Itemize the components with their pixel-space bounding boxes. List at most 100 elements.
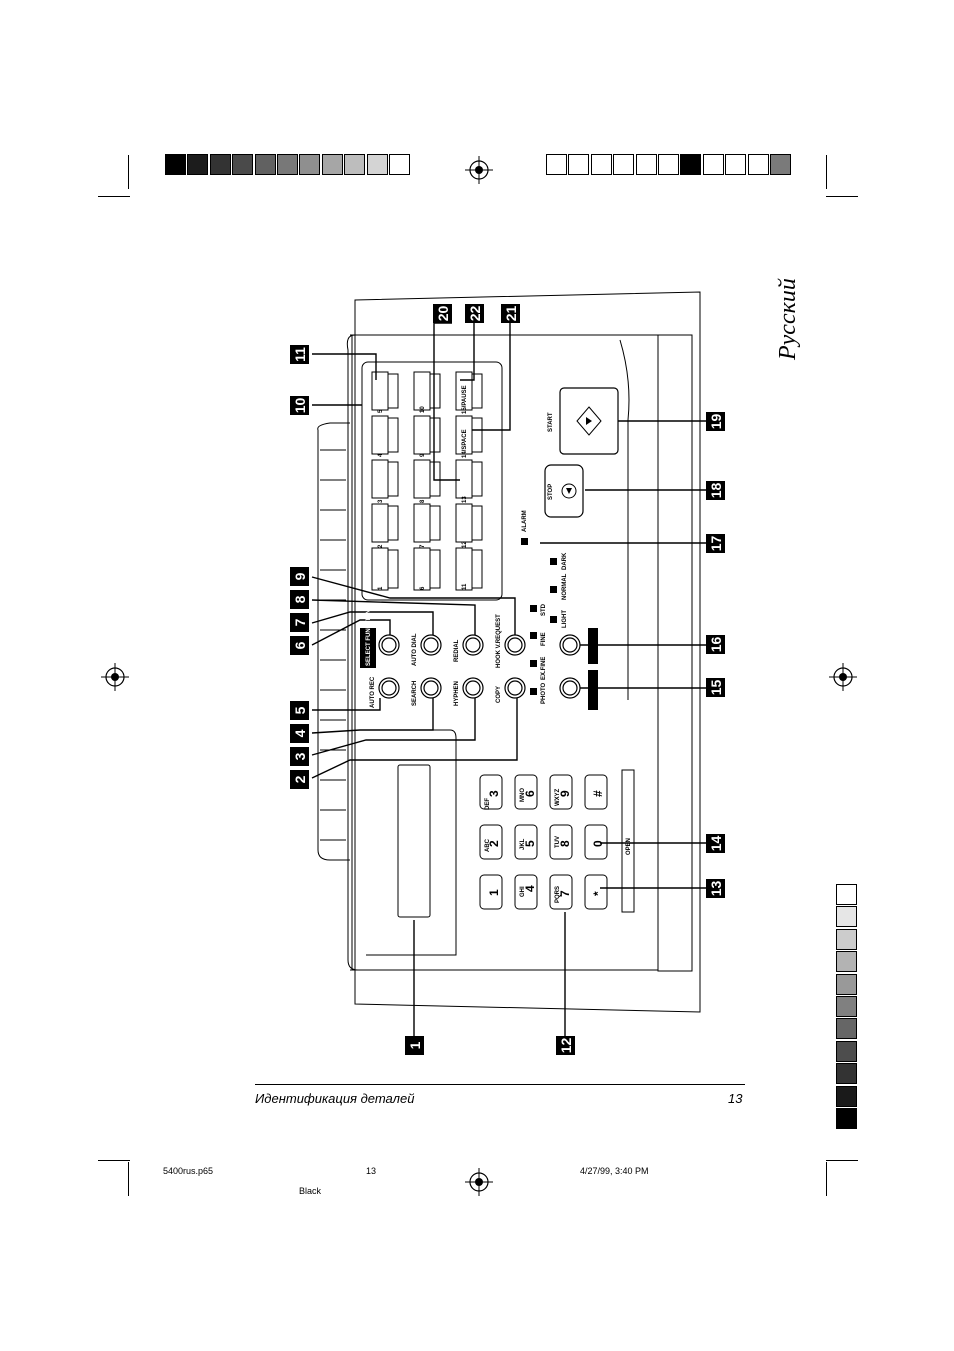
registration-mark-icon	[465, 1168, 493, 1196]
std-label: STD	[541, 603, 547, 616]
color-swatch	[658, 154, 679, 175]
callout-19: 19	[706, 412, 725, 431]
keypad-digit: 0	[591, 840, 605, 847]
callout-22: 22	[465, 304, 484, 323]
color-swatch	[836, 1063, 857, 1085]
registration-mark-icon	[829, 663, 857, 691]
keypad-letters: ABC	[485, 838, 491, 852]
open-label: OPEN	[626, 838, 632, 855]
callout-5: 5	[290, 701, 309, 720]
color-swatch	[836, 951, 857, 973]
callout-2: 2	[290, 770, 309, 789]
color-swatch	[389, 154, 410, 175]
color-swatch	[321, 154, 343, 175]
callout-7: 7	[290, 613, 309, 632]
key-label: 4	[378, 453, 384, 457]
color-swatch	[568, 154, 590, 175]
keypad-digit: 7	[558, 890, 572, 897]
color-swatch	[254, 154, 276, 175]
slug-datetime: 4/27/99, 3:40 PM	[580, 1166, 649, 1176]
color-swatch	[232, 154, 254, 175]
auto-dial-label: AUTO DIAL	[412, 633, 418, 666]
slug-plate: Black	[299, 1186, 322, 1196]
callout-21: 21	[501, 304, 520, 323]
key-label: 8	[420, 499, 426, 503]
color-swatch	[836, 906, 857, 928]
keypad-letters: DEF	[485, 798, 491, 810]
keypad-letters: WXYZ	[555, 788, 561, 806]
callout-6: 6	[290, 636, 309, 655]
color-swatch	[299, 154, 321, 175]
color-swatch	[209, 154, 231, 175]
color-swatch	[613, 154, 635, 175]
keypad-digit: #	[591, 790, 605, 797]
callout-11: 11	[290, 345, 309, 364]
key-label: 14/SPACE	[462, 429, 468, 458]
keypad-letters: PQRS	[555, 886, 561, 903]
key-label: 9	[420, 453, 426, 457]
page-number: 13	[728, 1091, 743, 1106]
callout-20: 20	[433, 304, 452, 323]
crop-mark	[826, 1162, 827, 1196]
redial-label: REDIAL	[454, 639, 460, 662]
callout-9: 9	[290, 567, 309, 586]
key-label: 11	[462, 583, 468, 590]
auto-rec-label: AUTO REC	[370, 676, 376, 708]
hook-label: HOOK V.REQUEST	[496, 614, 502, 668]
callout-16: 16	[706, 635, 725, 654]
callout-18: 18	[706, 481, 725, 500]
color-swatch	[836, 996, 857, 1017]
color-swatch	[836, 928, 857, 950]
callout-14: 14	[706, 834, 725, 853]
key-label: 13	[462, 496, 468, 503]
keypad-letters: JKL	[520, 838, 526, 850]
page-section-title: Идентификация деталей	[255, 1091, 415, 1106]
key-label: 7	[420, 544, 426, 548]
registration-mark-icon	[465, 156, 493, 184]
keypad-digit: 2	[487, 840, 501, 847]
color-swatch	[590, 154, 612, 175]
color-swatch	[836, 1040, 857, 1062]
color-swatch	[836, 884, 857, 905]
keypad-digit: 3	[487, 790, 501, 797]
key-label: 2	[378, 544, 384, 548]
key-label: 6	[420, 586, 426, 590]
key-label: 15/PAUSE	[462, 385, 468, 414]
callout-3: 3	[290, 747, 309, 766]
color-swatch	[836, 973, 857, 995]
alarm-label: ALARM	[522, 510, 528, 532]
hyphen-label: HYPHEN	[454, 681, 460, 706]
key-label: 10	[420, 406, 426, 413]
color-swatch	[836, 1108, 857, 1129]
callout-12: 12	[556, 1036, 575, 1055]
keypad-letters: GHI	[520, 886, 526, 897]
stop-label: STOP	[548, 484, 554, 500]
fine-label: FINE	[541, 632, 547, 646]
color-swatch	[187, 154, 209, 175]
callout-10: 10	[290, 396, 309, 415]
key-label: 12	[462, 541, 468, 548]
crop-mark	[98, 196, 130, 197]
footer-rule	[255, 1084, 745, 1085]
color-swatch	[725, 154, 747, 175]
color-swatch	[680, 154, 702, 175]
keypad-letters: MNO	[520, 788, 526, 802]
key-label: 1	[378, 586, 384, 590]
color-swatch	[165, 154, 186, 175]
color-swatch	[836, 1018, 857, 1040]
select-function-label: SELECT FUNCTION	[366, 610, 372, 666]
dark-label: DARK	[562, 552, 568, 570]
color-swatch	[344, 154, 366, 175]
photo-label: PHOTO	[541, 682, 547, 704]
color-swatch	[770, 154, 791, 175]
slug-file: 5400rus.p65	[163, 1166, 214, 1176]
keypad-letters: TUV	[555, 836, 561, 848]
callout-13: 13	[706, 879, 725, 898]
start-label: START	[548, 412, 554, 432]
slug-page: 13	[366, 1166, 377, 1176]
key-label: 5	[378, 409, 384, 413]
crop-mark	[128, 155, 129, 189]
color-swatch	[277, 154, 298, 175]
crop-mark	[98, 1160, 130, 1161]
